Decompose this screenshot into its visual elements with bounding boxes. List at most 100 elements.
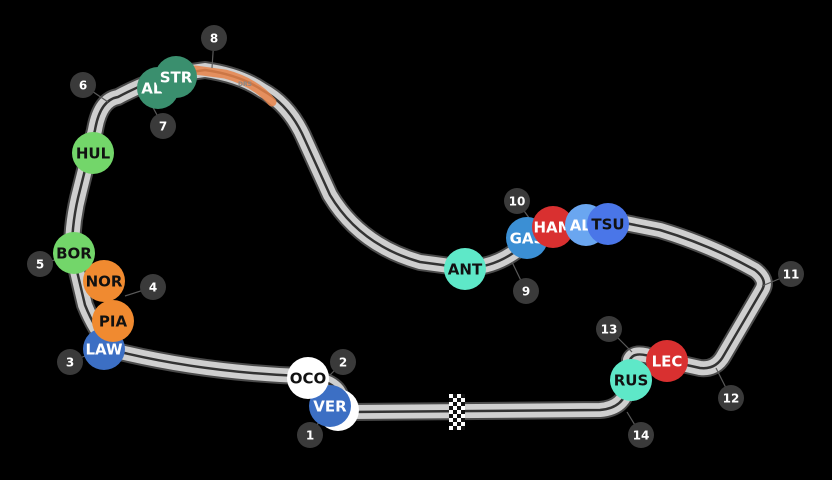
- driver-code: ANT: [448, 261, 483, 279]
- driver-marker-oco[interactable]: OCO: [287, 357, 329, 399]
- driver-code: STR: [160, 69, 193, 87]
- finish-checker: [461, 402, 465, 406]
- finish-checker: [449, 418, 453, 422]
- driver-code: OCO: [290, 370, 327, 388]
- driver-badge[interactable]: [444, 248, 486, 290]
- finish-checker: [449, 426, 453, 430]
- driver-badge[interactable]: [72, 132, 114, 174]
- driver-marker-ham[interactable]: HAM: [532, 206, 574, 248]
- finish-checker: [449, 398, 453, 402]
- driver-badge[interactable]: [155, 56, 197, 98]
- finish-checker: [449, 394, 453, 398]
- finish-checker: [457, 422, 461, 426]
- sector-highlight: [190, 65, 277, 107]
- driver-badge[interactable]: [83, 260, 125, 302]
- turn-number: 6: [79, 79, 87, 93]
- turn-badge: [297, 422, 323, 448]
- finish-checker: [449, 406, 453, 410]
- finish-checker: [453, 394, 457, 398]
- turn-number: 4: [149, 281, 157, 295]
- driver-badge[interactable]: [53, 232, 95, 274]
- driver-code: LEC: [652, 353, 683, 371]
- finish-checker: [457, 398, 461, 402]
- driver-marker-str[interactable]: STR: [155, 56, 197, 98]
- finish-checker: [457, 414, 461, 418]
- finish-checker: [457, 418, 461, 422]
- finish-checker: [457, 394, 461, 398]
- finish-line: [449, 394, 465, 430]
- driver-badge[interactable]: [92, 300, 134, 342]
- finish-checker: [461, 418, 465, 422]
- finish-checker: [449, 410, 453, 414]
- turn-marker-13: 13: [596, 316, 633, 353]
- driver-marker-nor[interactable]: NOR: [83, 260, 125, 302]
- finish-checker: [461, 398, 465, 402]
- driver-marker-lec[interactable]: LEC: [646, 340, 688, 382]
- turn-badge: [330, 349, 356, 375]
- finish-checker: [457, 406, 461, 410]
- turn-badge: [150, 113, 176, 139]
- finish-checker: [461, 422, 465, 426]
- turn-number: 10: [509, 195, 526, 209]
- finish-checker: [453, 422, 457, 426]
- turn-number: 5: [36, 258, 44, 272]
- finish-checker: [461, 394, 465, 398]
- turn-number: 2: [339, 356, 347, 370]
- finish-checker: [453, 418, 457, 422]
- driver-badge[interactable]: [287, 357, 329, 399]
- driver-marker-tsu[interactable]: TSU: [587, 203, 629, 245]
- turn-number: 7: [159, 120, 167, 134]
- driver-badge[interactable]: [646, 340, 688, 382]
- driver-marker-ant[interactable]: ANT: [444, 248, 486, 290]
- driver-markers: VEROCOLAWPIANORBORHULALOSTRANTGASHAMALBT…: [53, 56, 688, 431]
- driver-marker-ver[interactable]: VER: [309, 385, 351, 427]
- finish-checker: [461, 410, 465, 414]
- turn-marker-9: 9: [511, 261, 539, 304]
- turn-marker-14: 14: [626, 411, 654, 448]
- turn-marker-12: 12: [715, 367, 744, 411]
- finish-checker: [457, 426, 461, 430]
- driver-marker-pia[interactable]: PIA: [92, 300, 134, 342]
- driver-code: TSU: [591, 216, 624, 234]
- turn-badge: [778, 261, 804, 287]
- turn-badge: [504, 188, 530, 214]
- turn-number: 3: [66, 356, 74, 370]
- turn-badge: [57, 349, 83, 375]
- finish-checker: [453, 406, 457, 410]
- driver-marker-hul[interactable]: HUL: [72, 132, 114, 174]
- finish-checker: [449, 402, 453, 406]
- driver-code: HAM: [533, 219, 572, 237]
- turn-number: 9: [522, 285, 530, 299]
- driver-marker-rus[interactable]: RUS: [610, 359, 652, 401]
- driver-badge[interactable]: [532, 206, 574, 248]
- turn-number: 13: [601, 323, 618, 337]
- turn-number: 8: [210, 32, 218, 46]
- turn-marker-10: 10: [504, 188, 533, 223]
- turn-number: 11: [783, 268, 800, 282]
- turn-marker-8: 8: [201, 25, 227, 69]
- finish-checker: [461, 406, 465, 410]
- turn-marker-2: 2: [329, 349, 356, 376]
- turn-marker-6: 6: [70, 72, 109, 103]
- driver-code: VER: [313, 398, 347, 416]
- driver-badge[interactable]: [610, 359, 652, 401]
- finish-checker: [457, 402, 461, 406]
- driver-code: BOR: [56, 245, 92, 263]
- turn-badge: [27, 251, 53, 277]
- finish-checker: [453, 410, 457, 414]
- turn-badge: [201, 25, 227, 51]
- turn-marker-11: 11: [761, 261, 804, 287]
- finish-checker: [449, 422, 453, 426]
- finish-checker: [453, 426, 457, 430]
- turn-badge: [596, 316, 622, 342]
- driver-badge[interactable]: [587, 203, 629, 245]
- turn-badge: [718, 385, 744, 411]
- turn-number: 14: [633, 429, 650, 443]
- finish-checker: [453, 402, 457, 406]
- drs-label: DRS: [238, 81, 252, 88]
- turn-badge: [513, 278, 539, 304]
- driver-marker-bor[interactable]: BOR: [53, 232, 95, 274]
- driver-marker-law[interactable]: LAW: [83, 328, 125, 370]
